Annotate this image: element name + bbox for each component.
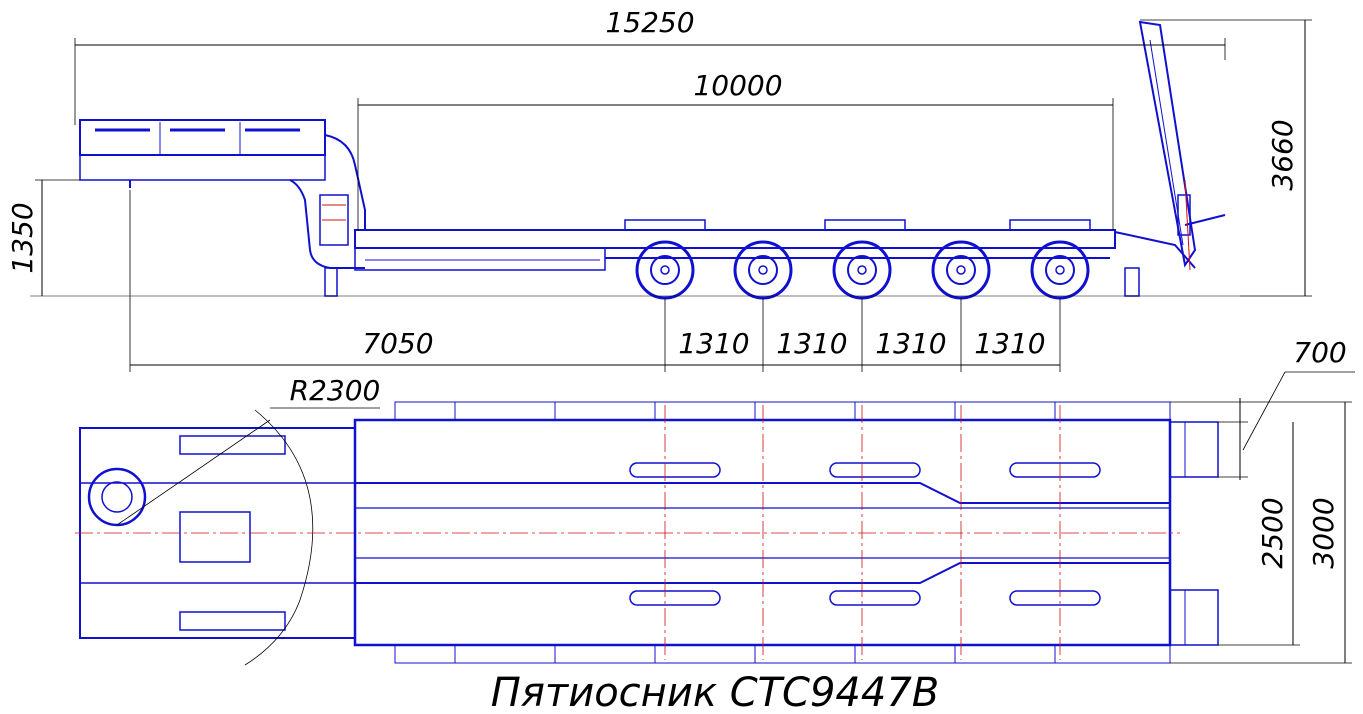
dim-platform-length: 10000 xyxy=(693,69,782,102)
dim-axle-spacing-1: 1310 xyxy=(678,327,749,360)
dim-axle-spacing-2: 1310 xyxy=(776,327,847,360)
kingpin-plate xyxy=(87,467,147,527)
dim-deck-height: 1350 xyxy=(6,202,39,273)
top-dimensions: 700 2500 3000 xyxy=(1170,336,1355,664)
dim-ramp-width: 700 xyxy=(1293,336,1346,369)
dim-track-width: 2500 xyxy=(1256,497,1289,568)
dim-overall-width: 3000 xyxy=(1307,497,1340,568)
dim-overall-length: 15250 xyxy=(605,6,694,39)
wheel-2 xyxy=(733,240,793,300)
side-dimensions: 15250 10000 3660 1350 7050 1310 1310 131… xyxy=(6,6,1312,372)
drawing-title: Пятиосник СТС9447В xyxy=(491,670,939,714)
dim-turning-radius: R2300 xyxy=(290,374,381,407)
wheel-3 xyxy=(832,240,892,300)
top-view: R2300 xyxy=(75,374,1219,666)
dim-axle-spacing-3: 1310 xyxy=(875,327,946,360)
dim-overall-height: 3660 xyxy=(1266,119,1299,190)
wheel-4 xyxy=(931,240,991,300)
dim-axle-spacing-4: 1310 xyxy=(974,327,1045,360)
wheel-1 xyxy=(635,240,695,300)
dim-kingpin-to-axle: 7050 xyxy=(362,327,433,360)
side-view xyxy=(30,20,1240,300)
wheel-5 xyxy=(1030,240,1090,300)
